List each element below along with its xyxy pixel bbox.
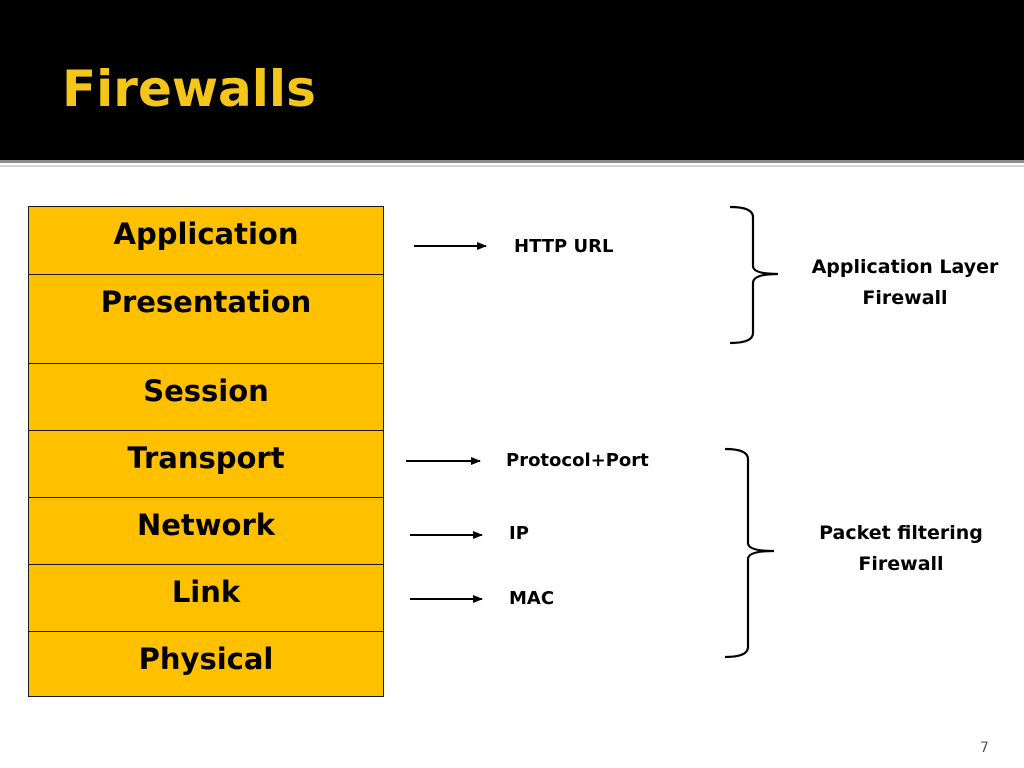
layer-application: Application [113, 217, 299, 251]
mapping-mac: MAC [509, 588, 555, 609]
header-divider-light [0, 165, 1024, 167]
layer-link: Link [29, 564, 383, 631]
bracket-application-layer [729, 205, 779, 345]
mapping-protocol-port: Protocol+Port [506, 450, 649, 471]
header-divider [0, 160, 1024, 163]
slide-title: Firewalls [62, 60, 316, 118]
layer-presentation: Presentation [29, 274, 383, 363]
layer-physical: Physical [29, 631, 383, 698]
group-label-line: Packet filtering [819, 522, 983, 544]
osi-layer-stack: Application Presentation Session Transpo… [28, 206, 384, 697]
group-packet-filtering-firewall: Packet filtering Firewall [796, 518, 1006, 580]
layer-transport: Transport [29, 430, 383, 497]
layer-session: Session [29, 363, 383, 430]
page-number: 7 [980, 740, 989, 756]
group-label-line: Application Layer [811, 256, 999, 278]
bracket-packet-filtering [724, 447, 775, 659]
mapping-ip: IP [509, 523, 529, 544]
mapping-http-url: HTTP URL [514, 236, 614, 257]
layer-network: Network [29, 497, 383, 564]
group-application-layer-firewall: Application Layer Firewall [800, 252, 1010, 314]
slide-header: Firewalls [0, 0, 1024, 160]
group-label-line: Firewall [858, 553, 944, 575]
group-label-line: Firewall [862, 287, 948, 309]
